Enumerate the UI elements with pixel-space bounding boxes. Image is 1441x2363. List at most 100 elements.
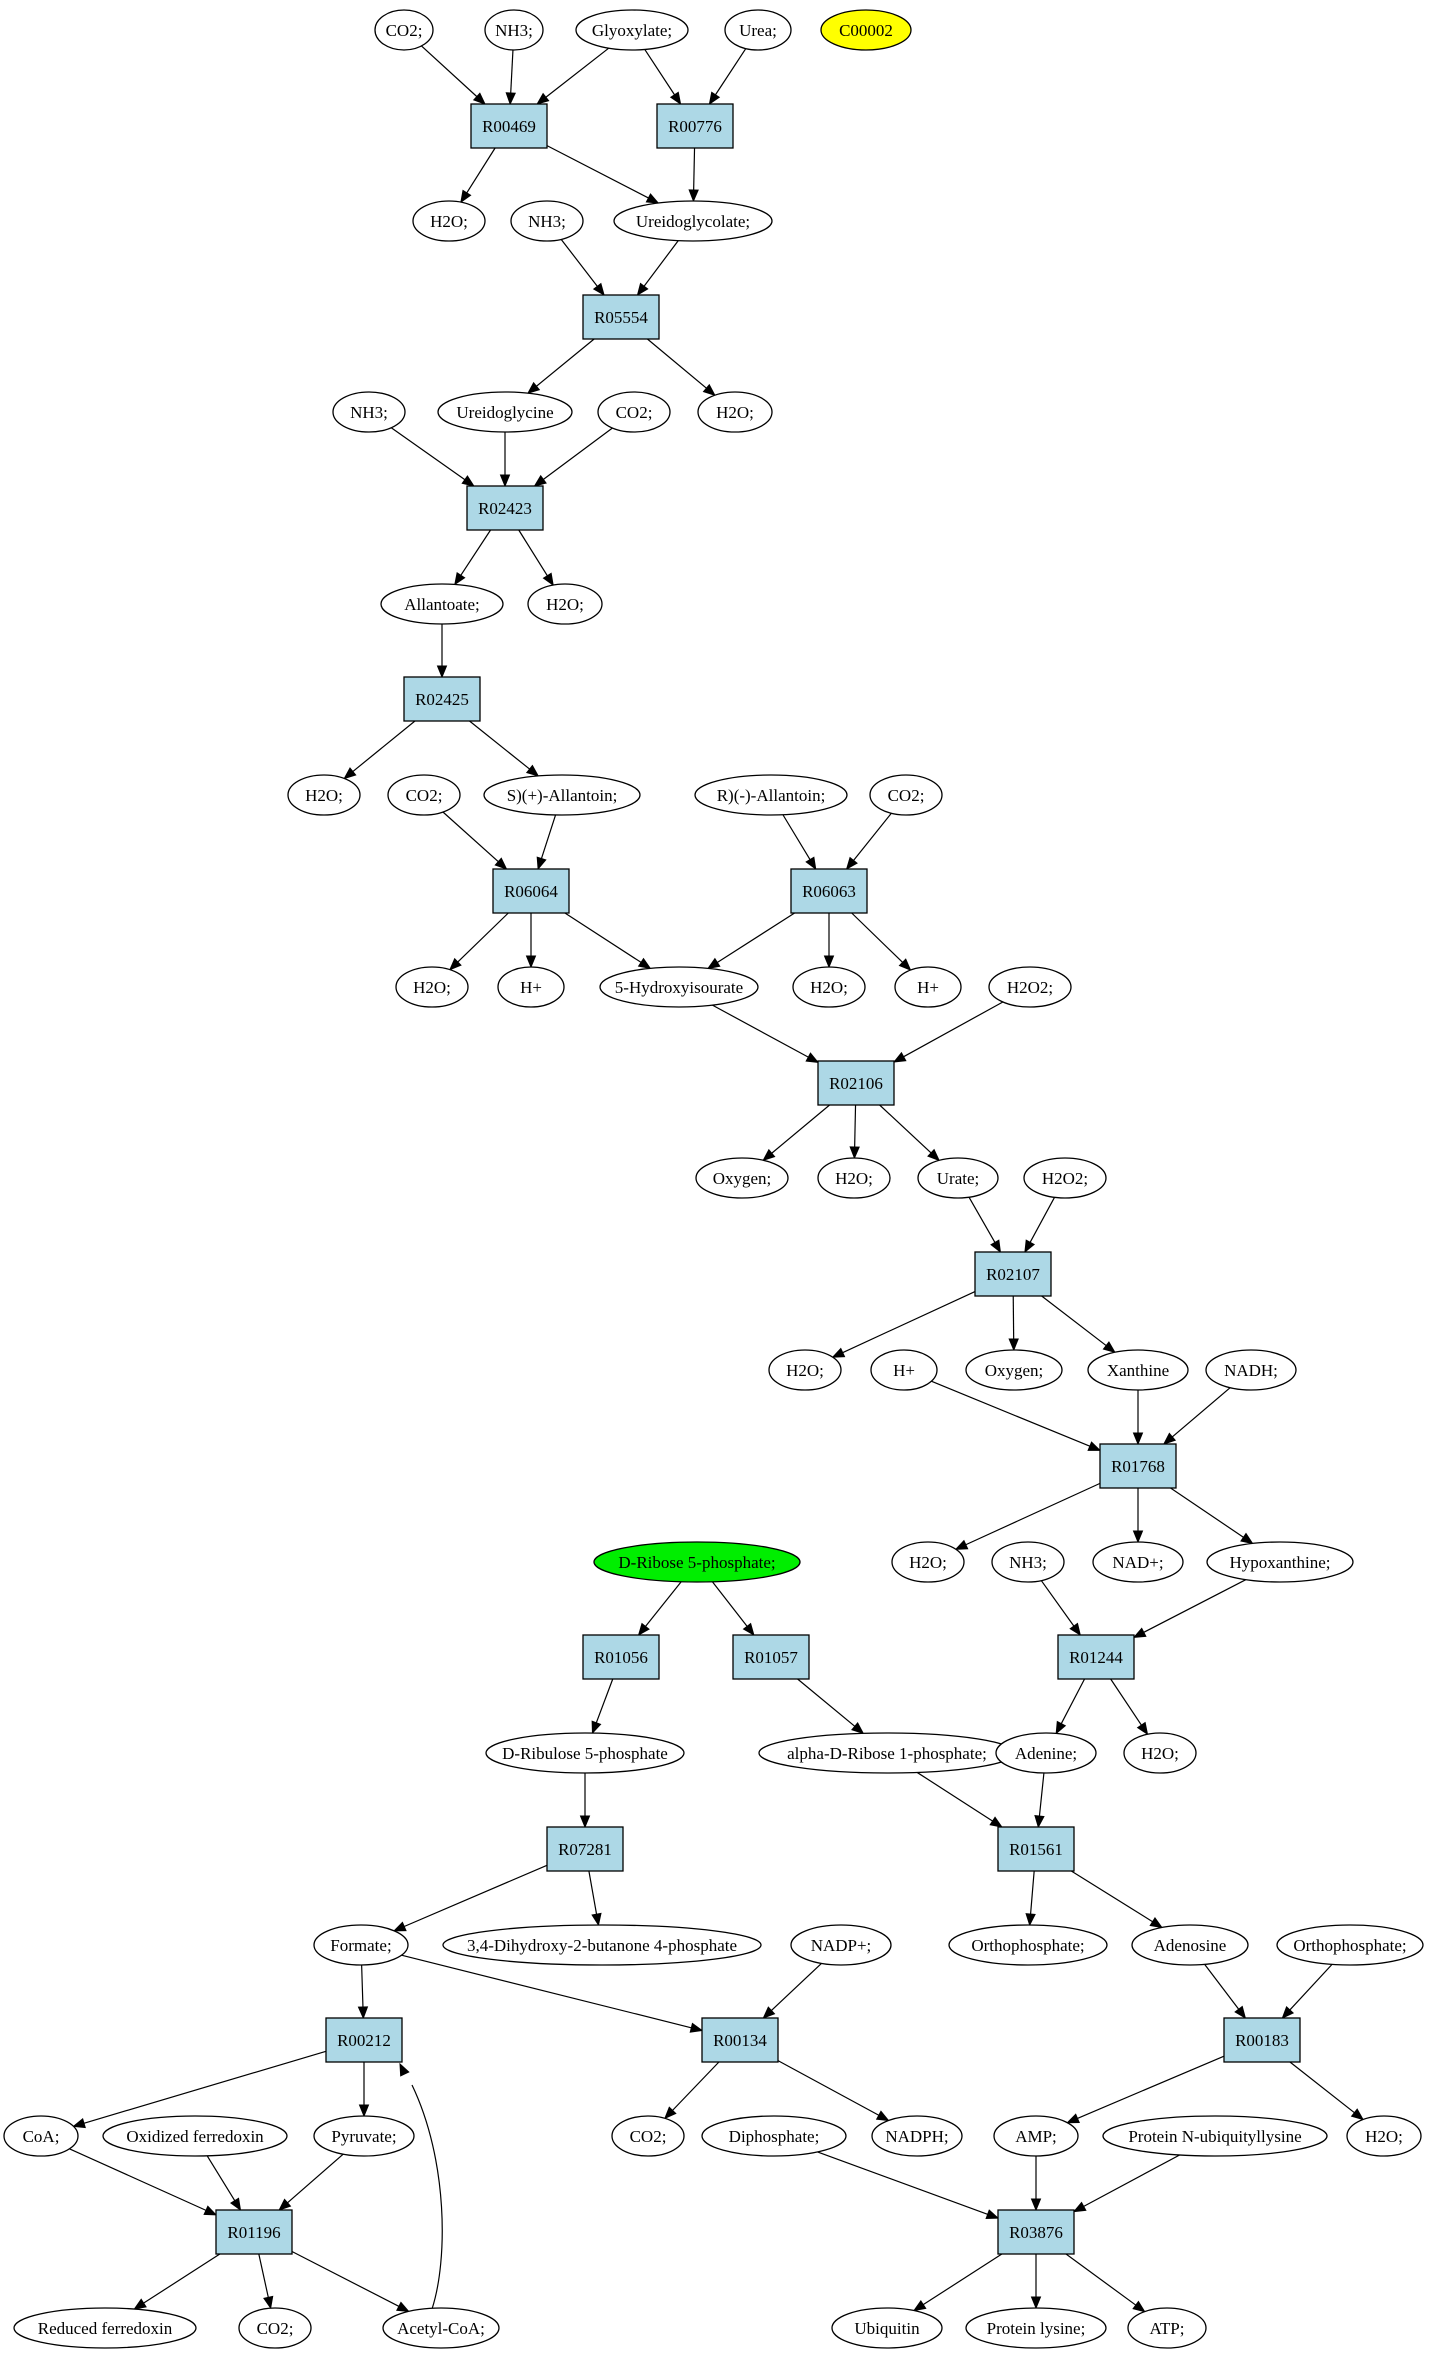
compound-h2o-10[interactable]: H2O; — [1123, 1732, 1197, 1774]
compound-coa[interactable]: CoA; — [3, 2115, 79, 2157]
compound-glyoxylate[interactable]: Glyoxylate; — [575, 9, 689, 51]
compound-reduced-ferredoxin[interactable]: Reduced ferredoxin — [13, 2307, 197, 2349]
compound-h2o-2[interactable]: H2O; — [697, 391, 773, 433]
node-label: D-Ribose 5-phosphate; — [618, 1553, 775, 1572]
compound-pyruvate[interactable]: Pyruvate; — [313, 2115, 415, 2157]
compound-oxygen-1[interactable]: Oxygen; — [695, 1157, 789, 1199]
reaction-r01244[interactable]: R01244 — [1057, 1634, 1135, 1680]
compound-ubiquitin[interactable]: Ubiquitin — [831, 2307, 943, 2349]
edge-line — [1070, 1870, 1154, 1923]
compound-adenine[interactable]: Adenine; — [995, 1732, 1097, 1774]
reaction-r00212[interactable]: R00212 — [325, 2017, 403, 2063]
compound-nh3-1[interactable]: NH3; — [484, 9, 544, 51]
compound-co2-5[interactable]: CO2; — [611, 2115, 685, 2157]
compound-ellipse — [790, 1924, 892, 1966]
compound-h2o-4[interactable]: H2O; — [287, 774, 361, 816]
compound-co2-1[interactable]: CO2; — [374, 9, 434, 51]
compound-urea[interactable]: Urea; — [724, 9, 792, 51]
compound-amp[interactable]: AMP; — [993, 2115, 1079, 2157]
compound-nadph[interactable]: NADPH; — [871, 2115, 963, 2157]
compound-diphosphate[interactable]: Diphosphate; — [701, 2115, 847, 2157]
compound-adenosine[interactable]: Adenosine — [1131, 1924, 1249, 1966]
compound-h2o-9[interactable]: H2O; — [891, 1541, 965, 1583]
compound-r-allantoin[interactable]: R)(-)-Allantoin; — [694, 774, 848, 816]
reaction-r01196[interactable]: R01196 — [215, 2209, 293, 2255]
compound-hplus-1[interactable]: H+ — [497, 966, 565, 1008]
compound-allantoate[interactable]: Allantoate; — [380, 583, 504, 625]
compound-h2o-11[interactable]: H2O; — [1346, 2115, 1422, 2157]
compound-alpharibose1p[interactable]: alpha-D-Ribose 1-phosphate; — [758, 1732, 1016, 1774]
reaction-r05554[interactable]: R05554 — [582, 294, 660, 340]
reaction-r06063[interactable]: R06063 — [790, 868, 868, 914]
reaction-r00183[interactable]: R00183 — [1223, 2017, 1301, 2063]
compound-c00002[interactable]: C00002 — [820, 9, 912, 51]
compound-ellipse — [917, 1157, 999, 1199]
compound-atp[interactable]: ATP; — [1127, 2307, 1207, 2349]
compound-h2o-3[interactable]: H2O; — [527, 583, 603, 625]
compound-ellipse — [1102, 2115, 1328, 2157]
compound-protein-lysine[interactable]: Protein lysine; — [965, 2307, 1107, 2349]
compound-hydroxyisourate[interactable]: 5-Hydroxyisourate — [599, 966, 759, 1008]
compound-co2-3[interactable]: CO2; — [387, 774, 461, 816]
compound-h2o-8[interactable]: H2O; — [768, 1349, 842, 1391]
compound-h2o2-2[interactable]: H2O2; — [1023, 1157, 1107, 1199]
compound-ureidoglycine[interactable]: Ureidoglycine — [437, 391, 573, 433]
compound-hypoxanthine[interactable]: Hypoxanthine; — [1206, 1541, 1354, 1583]
reaction-r06064[interactable]: R06064 — [492, 868, 570, 914]
compound-nh3-3[interactable]: NH3; — [332, 391, 406, 433]
node-label: NAD+; — [1112, 1553, 1163, 1572]
compound-ureidoglycolate[interactable]: Ureidoglycolate; — [613, 200, 773, 242]
edge-amp-to-r03876 — [1030, 2156, 1042, 2212]
edge-nh3_1-to-r00469 — [505, 49, 516, 106]
compound-s-allantoin[interactable]: S)(+)-Allantoin; — [483, 774, 641, 816]
compound-hplus-2[interactable]: H+ — [894, 966, 962, 1008]
node-label: AMP; — [1015, 2127, 1057, 2146]
compound-oxygen-2[interactable]: Oxygen; — [965, 1349, 1063, 1391]
compound-h2o-5[interactable]: H2O; — [395, 966, 469, 1008]
compound-dihydroxybutanone[interactable]: 3,4-Dihydroxy-2-butanone 4-phosphate — [442, 1924, 762, 1966]
reaction-r07281[interactable]: R07281 — [546, 1826, 624, 1872]
compound-co2-4[interactable]: CO2; — [869, 774, 943, 816]
compound-ribulose5p[interactable]: D-Ribulose 5-phosphate — [485, 1732, 685, 1774]
compound-formate[interactable]: Formate; — [313, 1924, 409, 1966]
reaction-r01057[interactable]: R01057 — [732, 1634, 810, 1680]
compound-xanthine[interactable]: Xanthine — [1087, 1349, 1189, 1391]
compound-h2o-7[interactable]: H2O; — [817, 1157, 891, 1199]
compound-ribose5p[interactable]: D-Ribose 5-phosphate; — [593, 1541, 801, 1583]
reaction-r02106[interactable]: R02106 — [817, 1060, 895, 1106]
compound-nh3-4[interactable]: NH3; — [991, 1541, 1065, 1583]
compound-co2-2[interactable]: CO2; — [597, 391, 671, 433]
arrowhead — [805, 1052, 820, 1064]
arrowhead — [1066, 2113, 1080, 2124]
compound-oxidized-ferredoxin[interactable]: Oxidized ferredoxin — [102, 2115, 288, 2157]
compound-hplus-3[interactable]: H+ — [870, 1349, 938, 1391]
compound-h2o2-1[interactable]: H2O2; — [988, 966, 1072, 1008]
reaction-r00469[interactable]: R00469 — [470, 103, 548, 149]
reaction-r02425[interactable]: R02425 — [403, 676, 481, 722]
arrowhead — [702, 383, 716, 397]
node-label: R00134 — [713, 2031, 767, 2050]
reaction-r03876[interactable]: R03876 — [997, 2209, 1075, 2255]
arrowhead — [875, 2110, 890, 2122]
compound-nadh[interactable]: NADH; — [1205, 1349, 1297, 1391]
compound-nadplus[interactable]: NAD+; — [1092, 1541, 1184, 1583]
compound-orthophosphate-1[interactable]: Orthophosphate; — [948, 1924, 1108, 1966]
compound-nh3-2[interactable]: NH3; — [510, 200, 584, 242]
compound-urate[interactable]: Urate; — [917, 1157, 999, 1199]
reaction-r01056[interactable]: R01056 — [582, 1634, 660, 1680]
compound-h2o-6[interactable]: H2O; — [792, 966, 866, 1008]
compound-nadpplus[interactable]: NADP+; — [790, 1924, 892, 1966]
reaction-r00134[interactable]: R00134 — [701, 2017, 779, 2063]
compound-orthophosphate-2[interactable]: Orthophosphate; — [1276, 1924, 1424, 1966]
reaction-r01768[interactable]: R01768 — [1099, 1443, 1177, 1489]
reaction-r02107[interactable]: R02107 — [974, 1251, 1052, 1297]
reaction-r00776[interactable]: R00776 — [656, 103, 734, 149]
compound-acetylcoa[interactable]: Acetyl-CoA; — [382, 2307, 500, 2349]
reaction-r02423[interactable]: R02423 — [466, 485, 544, 531]
edge-ribulose5p-to-r07281 — [579, 1773, 591, 1829]
reaction-r01561[interactable]: R01561 — [997, 1826, 1075, 1872]
compound-co2-6[interactable]: CO2; — [238, 2307, 312, 2349]
compound-h2o-1[interactable]: H2O; — [412, 200, 486, 242]
compound-protein-ubiq[interactable]: Protein N-ubiquityllysine — [1102, 2115, 1328, 2157]
edge-r00469-to-ureidoglycolate — [546, 145, 660, 204]
